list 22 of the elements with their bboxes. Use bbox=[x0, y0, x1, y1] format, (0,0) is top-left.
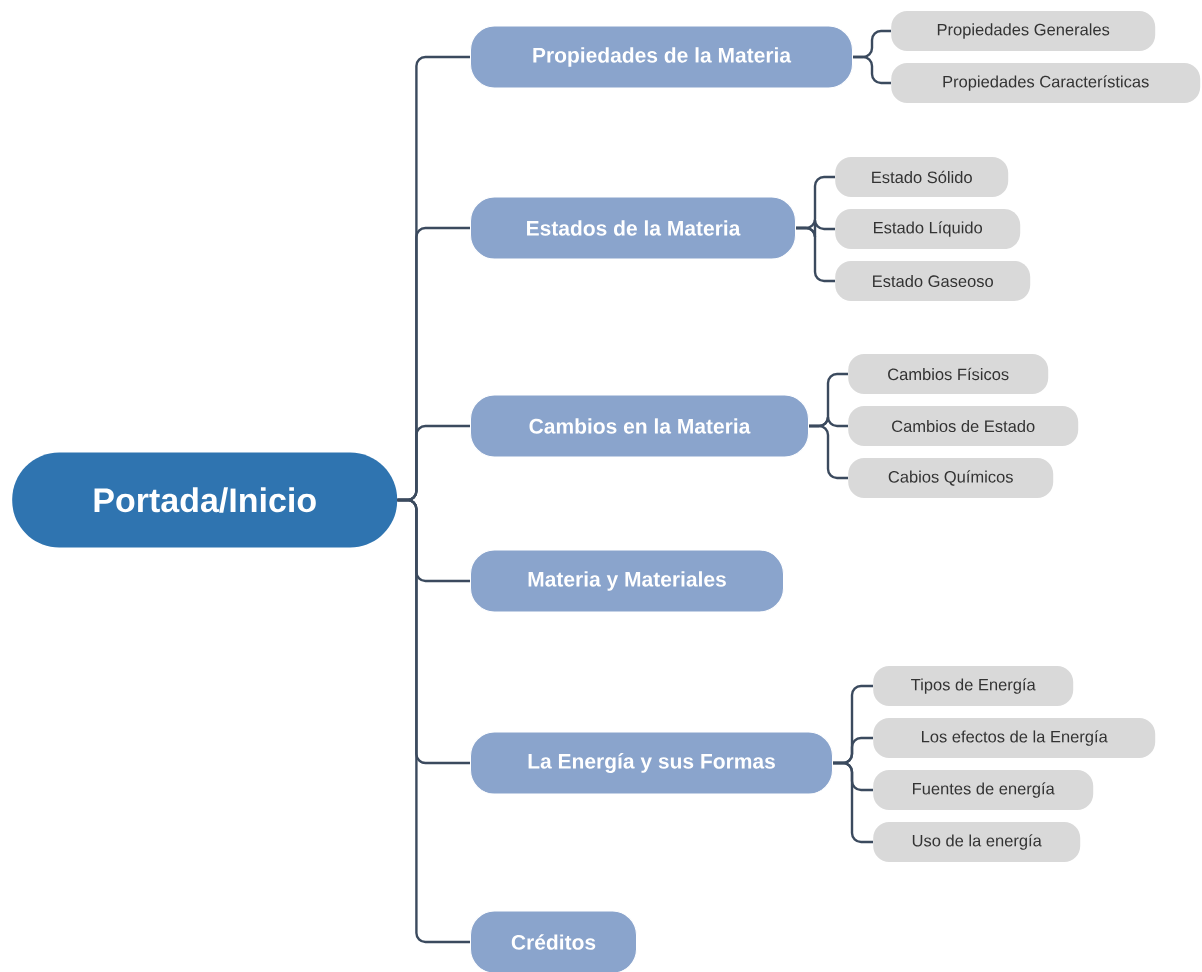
topic-pill: La Energía y sus Formas bbox=[470, 731, 833, 795]
subtopic-pill: Propiedades Características bbox=[891, 63, 1201, 103]
topic-pill: Cambios en la Materia bbox=[470, 394, 809, 458]
subtopic-pill: Estado Líquido bbox=[835, 209, 1021, 249]
connector-line bbox=[833, 761, 873, 844]
subtopic-pill: Los efectos de la Energía bbox=[873, 718, 1156, 758]
connector-line bbox=[809, 424, 848, 480]
subtopic-pill: Estado Gaseoso bbox=[835, 261, 1031, 301]
connector-line bbox=[397, 498, 470, 944]
subtopic-pill: Fuentes de energía bbox=[873, 770, 1094, 810]
topic-pill: Materia y Materiales bbox=[470, 549, 784, 613]
subtopic-pill: Uso de la energía bbox=[873, 822, 1081, 862]
topic-pill: Créditos bbox=[470, 910, 637, 972]
subtopic-pill: Cambios Físicos bbox=[848, 354, 1049, 394]
topic-pill: Estados de la Materia bbox=[470, 196, 796, 260]
subtopic-pill: Propiedades Generales bbox=[891, 11, 1156, 51]
subtopic-pill: Estado Sólido bbox=[835, 157, 1009, 197]
subtopic-pill: Cabios Químicos bbox=[848, 458, 1054, 498]
subtopic-pill: Cambios de Estado bbox=[848, 406, 1079, 446]
subtopic-pill: Tipos de Energía bbox=[873, 666, 1074, 706]
topic-pill: Propiedades de la Materia bbox=[470, 25, 853, 89]
root-node-pill: Portada/Inicio bbox=[12, 452, 398, 548]
